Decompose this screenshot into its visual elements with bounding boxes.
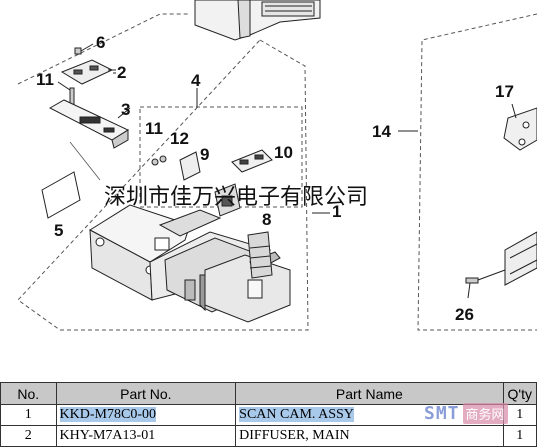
- part-10-board: [231, 149, 273, 173]
- smt-logo-badge: 商务网: [462, 402, 508, 424]
- callout-4: 4: [191, 71, 201, 90]
- callout-2: 2: [117, 63, 126, 82]
- row-part-name[interactable]: DIFFUSER, MAIN: [235, 425, 504, 447]
- header-qty: Q'ty: [502, 382, 537, 405]
- row-no: 2: [0, 425, 57, 447]
- callout-9: 9: [200, 145, 209, 164]
- callout-1: 1: [332, 202, 341, 221]
- right-rail: [504, 231, 537, 286]
- part-6-screw: [74, 43, 94, 55]
- part-5-diffuser: [41, 171, 81, 219]
- callout-3: 3: [121, 100, 130, 119]
- row-no: 1: [0, 404, 57, 426]
- callout-6: 6: [96, 33, 105, 52]
- row-part-no[interactable]: KHY-M7A13-01: [55, 425, 237, 447]
- part-8-holder: [214, 183, 241, 217]
- header-no: No.: [0, 382, 57, 405]
- row-qty: 1: [502, 425, 537, 447]
- part-1-scan-camera-body: [89, 204, 291, 323]
- callout-17: 17: [495, 82, 514, 101]
- header-part-name: Part Name: [235, 382, 504, 405]
- table-row[interactable]: 2 KHY-M7A13-01 DIFFUSER, MAIN 1: [0, 425, 537, 447]
- company-watermark: 深圳市佳万兴电子有限公司: [104, 185, 368, 210]
- right-assembly-boundary: [417, 13, 537, 331]
- callout-26: 26: [455, 305, 474, 324]
- part-17-bracket: [503, 103, 537, 151]
- row-qty: 1: [502, 404, 537, 426]
- assembly-boundary: [17, 13, 309, 331]
- part-9-plate: [179, 151, 201, 181]
- table-row[interactable]: 1 KKD-M78C0-00 SCAN CAM. ASSY 1: [0, 404, 537, 426]
- upper-assembly: [194, 0, 321, 41]
- callout-8: 8: [262, 210, 271, 229]
- callout-11-upper: 11: [36, 70, 54, 89]
- callout-11-lower: 11: [145, 119, 163, 138]
- part-26-screw: [465, 269, 506, 299]
- header-part-no: Part No.: [55, 382, 237, 405]
- row-part-no[interactable]: KKD-M78C0-00: [55, 404, 237, 426]
- callout-12: 12: [170, 129, 189, 148]
- smt-watermark: SMT 商务网: [424, 402, 508, 424]
- callout-10: 10: [274, 143, 293, 162]
- part-2-bracket: [60, 59, 116, 85]
- exploded-parts-diagram: 6 2 11 3 4 11 12 9 10 5 8 1 14 17 26 深圳市…: [17, 0, 537, 331]
- part-12-washer: [151, 155, 167, 166]
- callout-5: 5: [54, 221, 63, 240]
- callout-14: 14: [372, 122, 391, 141]
- smt-logo-text: SMT: [424, 402, 460, 424]
- part-3-circuit-board: [48, 99, 131, 149]
- table-header-row: No. Part No. Part Name Q'ty: [0, 382, 537, 405]
- leader-lines: [113, 72, 418, 214]
